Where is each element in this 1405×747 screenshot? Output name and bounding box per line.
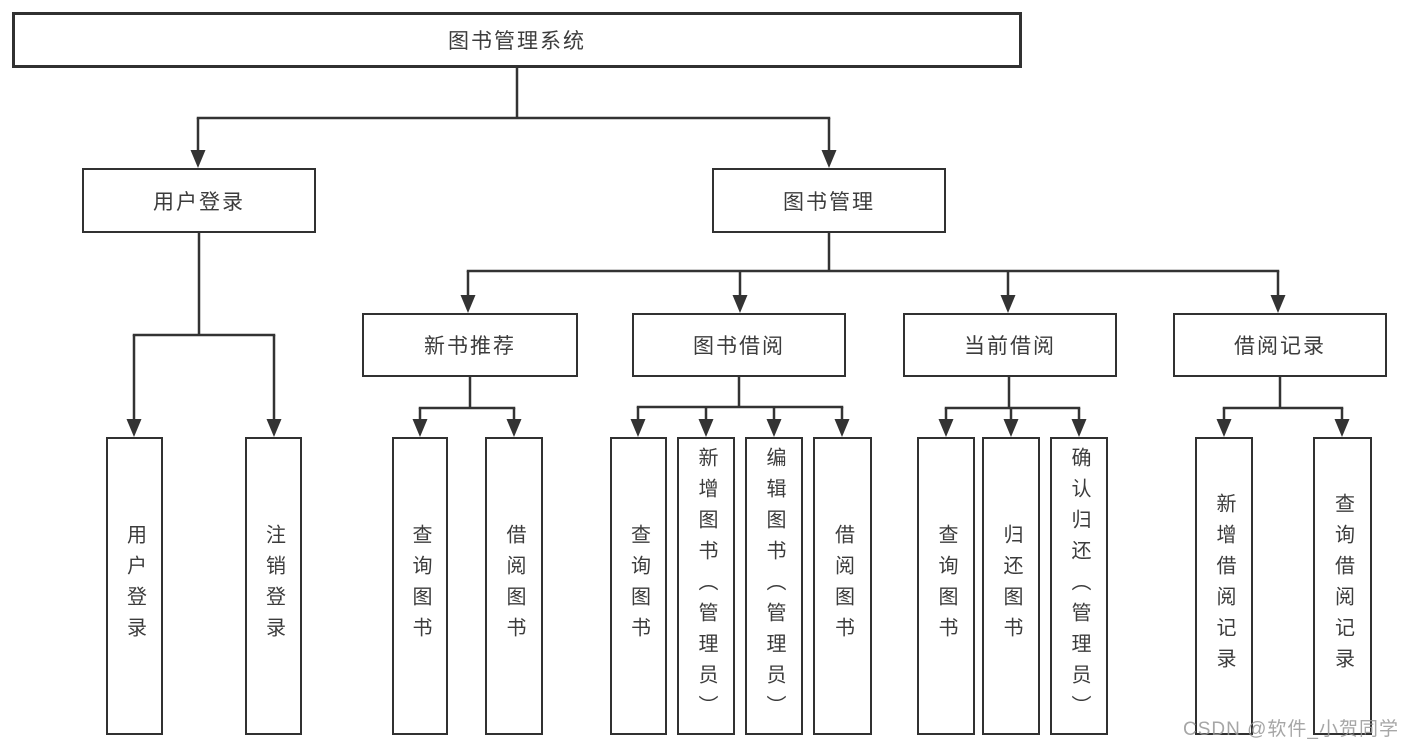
csdn-watermark: CSDN @软件_小贺同学 bbox=[1183, 719, 1399, 740]
leaf-add-borrow-record: 新增借阅记录 bbox=[1195, 437, 1253, 735]
leaf-borrow-books-borrow: 借阅图书 bbox=[813, 437, 872, 735]
leaf-add-book-admin: 新增图书（管理员） bbox=[677, 437, 735, 735]
node-new-book-recommend: 新书推荐 bbox=[362, 313, 578, 377]
leaf-query-borrow-record: 查询借阅记录 bbox=[1313, 437, 1372, 735]
leaf-logout: 注销登录 bbox=[245, 437, 302, 735]
leaf-query-books-recommend: 查询图书 bbox=[392, 437, 448, 735]
node-user-login: 用户登录 bbox=[82, 168, 316, 233]
node-system-root: 图书管理系统 bbox=[12, 12, 1022, 68]
node-borrow-records: 借阅记录 bbox=[1173, 313, 1387, 377]
leaf-return-book: 归还图书 bbox=[982, 437, 1040, 735]
leaf-borrow-books-recommend: 借阅图书 bbox=[485, 437, 543, 735]
leaf-user-login: 用户登录 bbox=[106, 437, 163, 735]
node-book-borrow: 图书借阅 bbox=[632, 313, 846, 377]
leaf-confirm-return-admin: 确认归还（管理员） bbox=[1050, 437, 1108, 735]
node-current-borrow: 当前借阅 bbox=[903, 313, 1117, 377]
arrowheads bbox=[126, 150, 1350, 437]
node-book-management: 图书管理 bbox=[712, 168, 946, 233]
leaf-edit-book-admin: 编辑图书（管理员） bbox=[745, 437, 803, 735]
leaf-query-books-borrow: 查询图书 bbox=[610, 437, 667, 735]
leaf-query-books-current: 查询图书 bbox=[917, 437, 975, 735]
